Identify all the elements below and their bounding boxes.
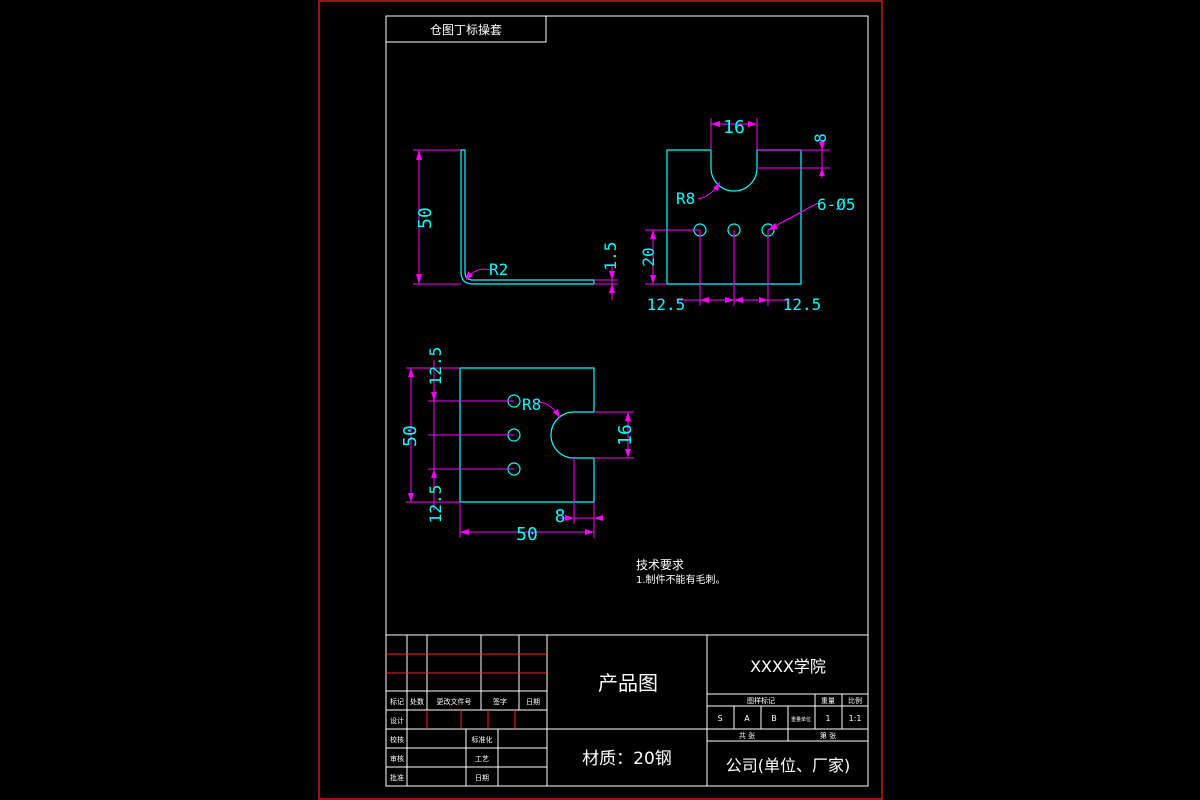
hdr-doc: 更改文件号 [437, 697, 472, 706]
stage-s: S [717, 714, 722, 723]
title-block-text: 产品图 材质：20钢 XXXX学院 公司(单位、厂家) 标记 处数 更改文件号 … [390, 657, 862, 782]
outer-sheet-border [318, 0, 883, 800]
tech-requirements: 技术要求 1.制件不能有毛刺。 [636, 558, 726, 586]
side-bend-radius: R2 [489, 260, 508, 279]
product-title: 产品图 [598, 671, 658, 695]
role-craft: 工艺 [475, 755, 489, 763]
stage-label: 图样标记 [747, 696, 775, 705]
top-holes-callout: 6-Ø5 [817, 195, 856, 214]
company-name: 公司(单位、厂家) [726, 756, 851, 775]
stage-a: A [744, 714, 750, 723]
hdr-mark: 标记 [390, 697, 404, 706]
hdr-date: 日期 [526, 698, 540, 706]
top-dim-slot-depth: 8 [811, 133, 830, 143]
title-block [386, 634, 868, 786]
front-dim-slot-depth: 8 [555, 506, 566, 527]
header-label: 仓图丁标操套 [430, 22, 502, 37]
role-std: 标准化 [472, 735, 493, 744]
l-bracket-profile [460, 149, 595, 285]
weight-label: 重量 [821, 697, 835, 705]
front-dim-top-margin: 12.5 [426, 347, 445, 386]
scale-value: 1:1 [849, 714, 862, 723]
front-view: 12.5 50 12.5 R8 16 8 50 [400, 347, 636, 545]
side-dim-thickness: 1.5 [601, 242, 620, 271]
role-date: 日期 [475, 774, 489, 782]
material-label: 材质：20钢 [582, 749, 672, 769]
role-check: 校核 [390, 735, 404, 744]
front-dim-width: 50 [516, 524, 538, 545]
top-dim-right-pitch: 12.5 [783, 295, 822, 314]
drawing-frame [385, 15, 869, 787]
front-slot-radius: R8 [522, 395, 541, 414]
front-plate-outline [459, 367, 595, 503]
tech-note: 1.制件不能有毛刺。 [636, 573, 726, 586]
stage-b: B [771, 714, 777, 723]
top-view: 16 8 R8 6-Ø5 20 12.5 12.5 [639, 117, 856, 314]
tech-title: 技术要求 [636, 558, 684, 572]
sheet-total: 共 张 [739, 731, 755, 740]
role-review: 审核 [390, 754, 404, 763]
top-dim-left-pitch: 12.5 [647, 295, 686, 314]
school-name: XXXX学院 [750, 657, 826, 676]
side-view: 50 1.5 R2 [413, 149, 620, 300]
role-design: 设计 [390, 716, 404, 725]
top-slot-radius: R8 [676, 189, 695, 208]
front-dim-bottom-margin: 12.5 [426, 485, 445, 524]
role-approve: 批准 [390, 773, 404, 782]
front-dim-height: 50 [400, 425, 421, 447]
header-label-box: 仓图丁标操套 [385, 15, 547, 43]
weight-value: 1 [825, 714, 830, 723]
weight-note: 重量单位 [791, 716, 811, 723]
sheet-no: 第 张 [820, 731, 836, 740]
top-plate-outline [666, 149, 802, 285]
front-dim-slot-width: 16 [615, 424, 636, 446]
hdr-count: 处数 [410, 697, 424, 706]
scale-label: 比例 [848, 696, 862, 705]
top-dim-hole-height: 20 [639, 247, 658, 266]
side-dim-height: 50 [415, 207, 436, 229]
hdr-sign: 签字 [493, 697, 507, 706]
top-dim-slot-width: 16 [723, 117, 745, 138]
